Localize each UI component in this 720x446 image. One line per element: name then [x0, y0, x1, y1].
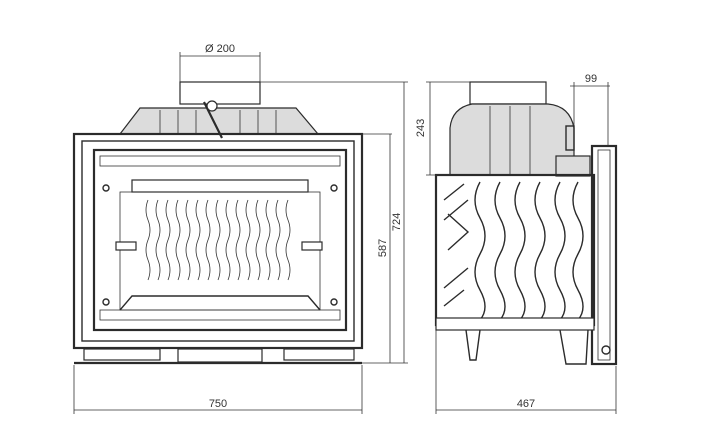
door-top-rail — [99, 155, 341, 167]
inner-frame — [81, 140, 355, 342]
side-smoke-chamber — [449, 103, 575, 176]
door-bottom-rail — [99, 309, 341, 321]
firebox-top-bar — [131, 179, 309, 193]
side-door-profile — [590, 144, 618, 366]
door-frame — [92, 148, 348, 332]
right-vent — [283, 348, 355, 361]
hinge-bottom-left — [102, 298, 110, 306]
inner-height-label: 587 — [377, 239, 389, 257]
top-height-dimension — [426, 81, 470, 176]
side-view: 467 243 99 — [415, 73, 618, 414]
width-label: 750 — [209, 398, 227, 410]
left-bracket — [115, 241, 137, 251]
hinge-top-left — [102, 184, 110, 192]
dome-ribs — [159, 110, 277, 134]
side-flue-collar — [469, 81, 547, 105]
height-dimensions — [260, 81, 408, 364]
front-view: Ø 200 750 587 724 — [72, 43, 408, 414]
damper-knob — [206, 100, 218, 112]
flue-dimension — [179, 52, 261, 82]
side-leg-right — [559, 329, 589, 365]
glass-area — [119, 191, 321, 311]
side-wavy-bricks — [474, 181, 584, 321]
side-door-inner — [597, 149, 611, 361]
width-dimension — [73, 365, 363, 414]
air-control-slider — [177, 348, 263, 363]
offset-label: 99 — [585, 73, 597, 85]
side-door-handle — [601, 345, 611, 355]
depth-label: 467 — [517, 398, 535, 410]
flue-collar — [179, 81, 261, 105]
hinge-top-right — [330, 184, 338, 192]
right-bracket — [301, 241, 323, 251]
hinge-bottom-right — [330, 298, 338, 306]
side-damper-rod — [565, 125, 575, 151]
side-chamber-ribs — [489, 106, 531, 175]
offset-dimension — [570, 82, 610, 146]
top-height-label: 243 — [415, 119, 427, 137]
depth-dimension — [435, 330, 617, 414]
grate — [119, 295, 321, 311]
side-base-plate — [435, 317, 595, 331]
flue-diameter-label: Ø 200 — [205, 43, 235, 55]
side-damper-box — [555, 155, 591, 177]
side-chevrons — [443, 183, 470, 307]
total-height-label: 724 — [391, 213, 403, 231]
firebrick-waves — [145, 199, 291, 281]
left-vent — [83, 348, 161, 361]
side-leg-left — [465, 329, 481, 361]
outer-frame — [72, 132, 364, 350]
